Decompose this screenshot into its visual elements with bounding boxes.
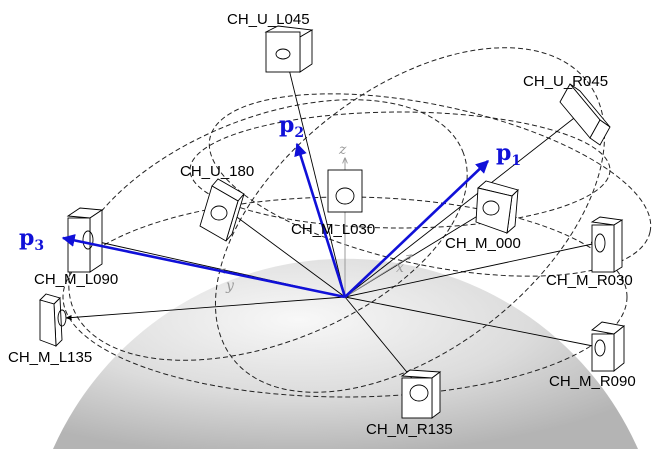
label-ch-m-000: CH_M_000	[445, 235, 521, 252]
vector-p2	[294, 142, 347, 298]
speaker-ch-m-l135	[39, 293, 67, 348]
speaker-ch-m-r135	[400, 369, 442, 419]
speaker-ch-m-l030	[327, 169, 363, 213]
horizontal-circle	[62, 196, 628, 398]
upper-left-circle	[68, 99, 468, 361]
sphere	[53, 258, 638, 449]
y-axis-label: y	[225, 278, 235, 294]
panning-vectors	[61, 142, 489, 299]
label-ch-u-r045: CH_U_R045	[523, 73, 608, 90]
dir-m-r030	[344, 241, 598, 298]
vertical-circle	[214, 47, 606, 393]
vector-p3	[61, 234, 346, 299]
label-ch-m-l135: CH_M_L135	[8, 349, 92, 366]
speaker-ch-m-r090	[590, 321, 626, 372]
dir-u-r045	[344, 114, 579, 298]
upper-horizontal-circle	[189, 111, 611, 229]
guide-circles	[62, 47, 652, 398]
upper-right-circle	[208, 93, 652, 277]
label-ch-m-r030: CH_M_R030	[546, 272, 633, 289]
speaker-ch-m-l090	[66, 207, 104, 273]
dir-m-r090	[344, 296, 599, 349]
speaker-ch-m-000	[475, 180, 519, 235]
label-ch-u-l045: CH_U_L045	[227, 11, 310, 28]
vector-p2-label: p2	[279, 112, 304, 141]
label-ch-m-r135: CH_M_R135	[366, 421, 453, 438]
label-ch-u-180: CH_U_180	[180, 163, 254, 180]
dir-u-180	[225, 208, 346, 298]
x-axis	[344, 255, 412, 298]
label-ch-m-r090: CH_M_R090	[549, 373, 636, 390]
vector-p1	[344, 160, 489, 298]
speaker-ch-u-180	[199, 178, 245, 242]
x-axis-label: x	[396, 260, 404, 276]
vector-p3-label: p3	[19, 225, 44, 254]
speaker-ch-u-l045	[264, 25, 314, 73]
speaker-ch-u-r045	[559, 83, 611, 146]
label-ch-m-l090: CH_M_L090	[34, 271, 118, 288]
z-axis-label: z	[338, 142, 347, 158]
dir-m-l135	[65, 296, 346, 321]
vector-p1-label: p1	[496, 140, 521, 169]
label-ch-m-l030: CH_M_L030	[291, 221, 375, 238]
dir-u-l045	[284, 56, 346, 298]
speaker-ch-m-r030	[590, 216, 624, 273]
